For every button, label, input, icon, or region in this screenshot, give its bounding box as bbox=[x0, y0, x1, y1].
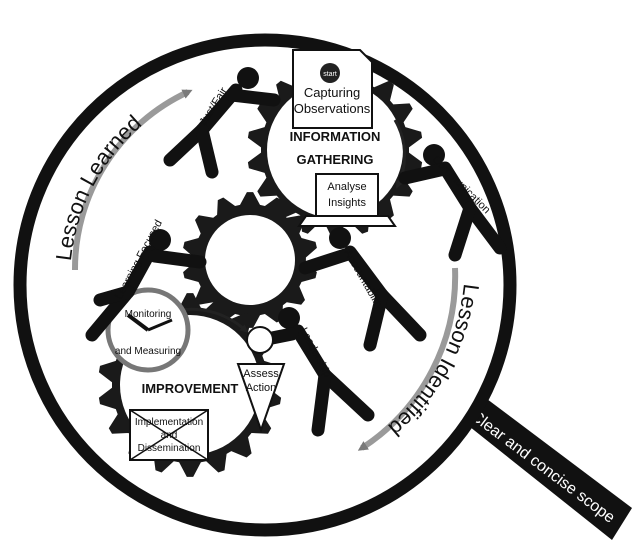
center-gear bbox=[183, 192, 317, 328]
svg-text:Analyse: Analyse bbox=[327, 181, 366, 193]
lesson-identified-arrow bbox=[357, 267, 459, 451]
svg-text:Action: Action bbox=[246, 382, 277, 394]
capturing-observations-document: start Capturing Observations bbox=[292, 49, 373, 129]
figure-just-fair bbox=[163, 67, 281, 179]
analyse-insights-laptop: Analyse Insights bbox=[297, 173, 397, 227]
leadership-ball bbox=[246, 326, 274, 354]
assess-action-cone: Assess Action bbox=[236, 363, 286, 434]
figure-communication bbox=[398, 144, 507, 262]
figure-leadership bbox=[255, 307, 375, 437]
lesson-learned-arrow bbox=[71, 89, 193, 271]
information-title: INFORMATION bbox=[290, 129, 381, 144]
svg-text:Insights: Insights bbox=[328, 197, 366, 209]
start-badge bbox=[320, 63, 340, 83]
monitoring-clock: Monitoring and Measuring bbox=[105, 287, 191, 373]
svg-text:Monitoring: Monitoring bbox=[125, 309, 172, 320]
gathering-title: GATHERING bbox=[296, 152, 373, 167]
implementation-envelope: Implementation and Dissemination bbox=[129, 409, 209, 461]
svg-text:and: and bbox=[161, 430, 178, 441]
improvement-title: IMPROVEMENT bbox=[142, 381, 239, 396]
svg-text:start: start bbox=[323, 71, 337, 78]
handle-label: Clear and concise scope bbox=[468, 408, 618, 527]
svg-text:Dissemination: Dissemination bbox=[138, 443, 201, 454]
figure-learning-focused bbox=[85, 229, 207, 342]
improvement-cycle-arrow bbox=[179, 307, 248, 333]
svg-text:Capturing: Capturing bbox=[304, 85, 360, 100]
svg-text:Observations: Observations bbox=[294, 101, 371, 116]
figure-accountability bbox=[298, 227, 427, 352]
svg-text:Assess: Assess bbox=[243, 368, 279, 380]
svg-text:and Measuring: and Measuring bbox=[115, 346, 181, 357]
svg-text:Implementation: Implementation bbox=[135, 417, 203, 428]
gearCenter-hub bbox=[205, 215, 295, 305]
